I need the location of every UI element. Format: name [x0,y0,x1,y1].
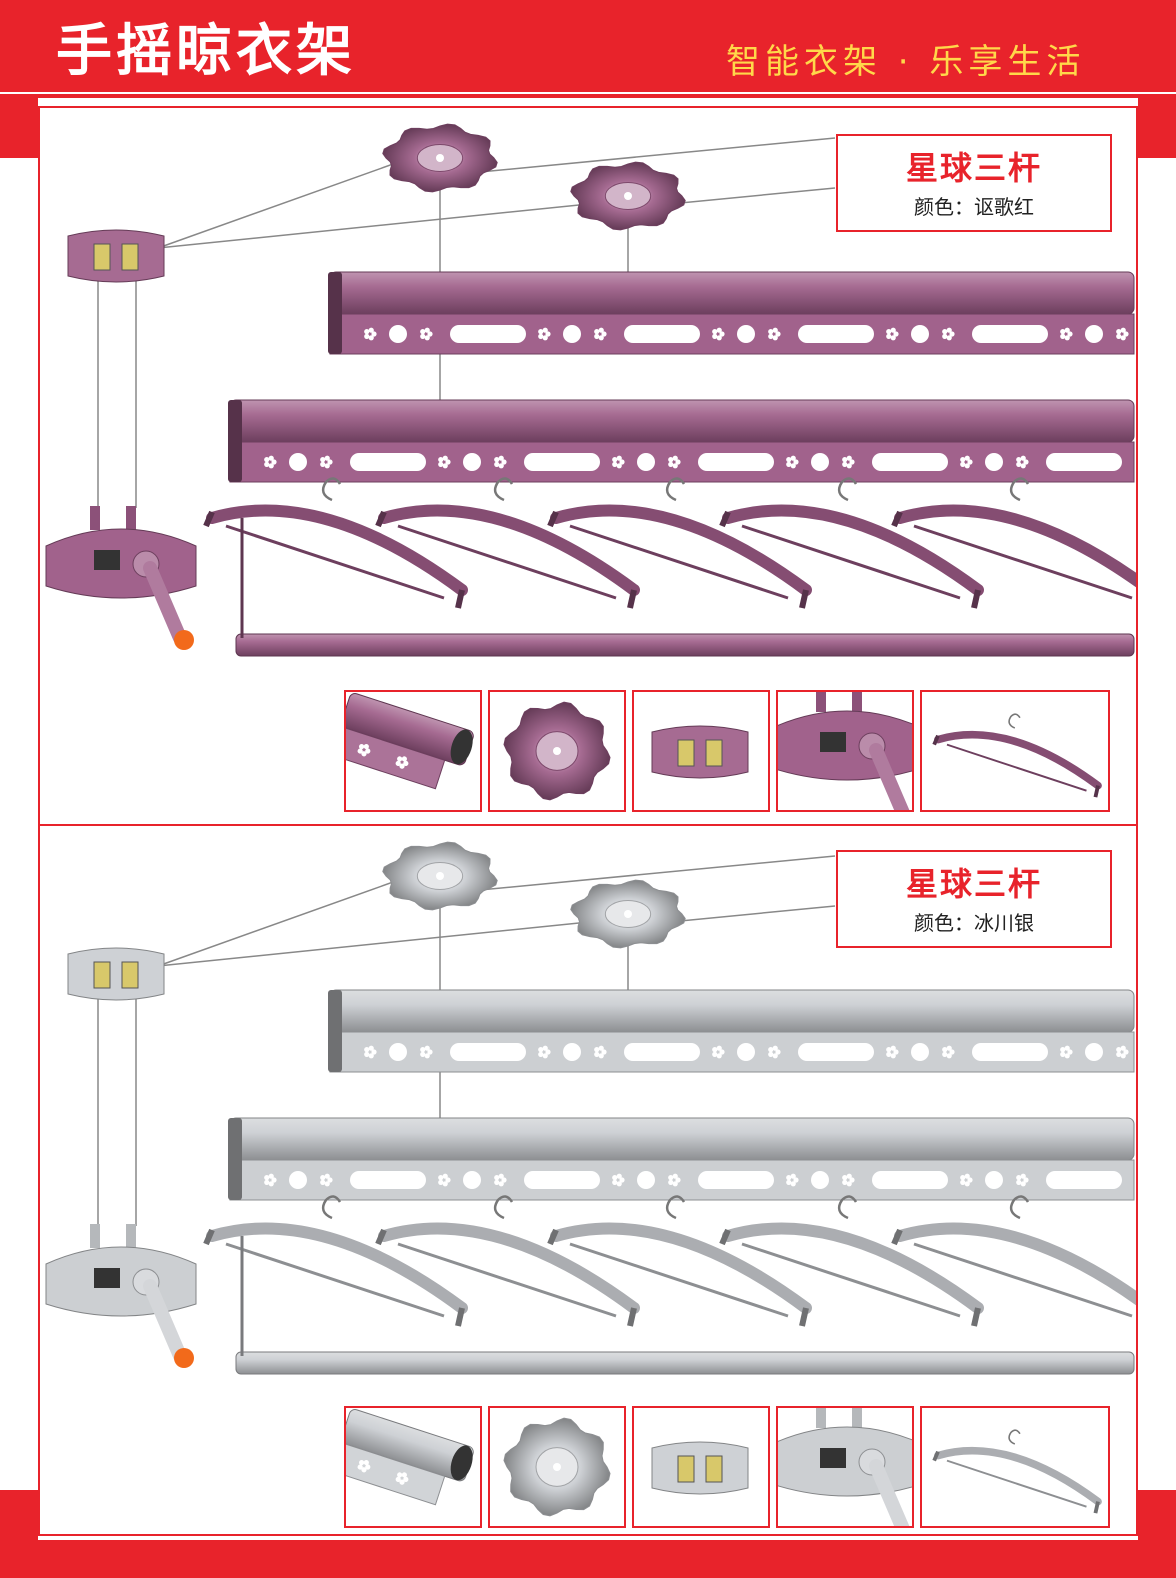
footer-bar [0,1540,1176,1578]
hanger [891,1195,1136,1318]
ceiling-mount [503,1417,611,1517]
ceiling-mount-thumb [488,1406,626,1528]
ceiling-mount [503,701,611,801]
hanger [203,477,468,609]
crank-winder [778,1408,912,1526]
header-bar [0,0,1176,92]
product-label-1: 星球三杆 颜色：讴歌红 [836,134,1112,232]
pulley-block [651,1441,749,1495]
front-rod [228,1117,1135,1201]
hanger [719,477,984,609]
left-red-tab-top [0,98,38,158]
hanger [375,1195,640,1327]
bottom-rod [235,633,1135,657]
rod-end-thumb [344,690,482,812]
hanger [203,1195,468,1327]
hanger [932,1429,1102,1514]
section-divider [38,824,1138,826]
product-name: 星球三杆 [905,149,1042,187]
product-label-2: 星球三杆 颜色：冰川银 [836,850,1112,948]
product-illustration-1 [45,123,1136,657]
hanger-thumb [920,690,1110,812]
pulley-block-thumb [632,690,770,812]
ceiling-mount-left [382,841,498,911]
rod-end-thumb [344,1406,482,1528]
ceiling-mount-right [570,161,686,231]
hanger [719,1195,984,1327]
front-rod [228,399,1135,483]
page-slogan: 智能衣架 · 乐享生活 [726,42,1086,82]
hanger-thumb [920,1406,1110,1528]
pulley-block [67,947,165,1001]
product-name: 星球三杆 [905,865,1042,903]
bottom-rod [235,1351,1135,1375]
pulley-block [67,229,165,283]
pulley-block-thumb [632,1406,770,1528]
hanger [932,713,1102,798]
back-rod [328,271,1135,355]
hanger [375,477,640,609]
page-title: 手摇晾衣架 [56,19,356,84]
product-color: 颜色：讴歌红 [914,195,1034,219]
crank-winder-thumb [776,1406,914,1528]
lifting-cables [97,855,836,1226]
crank-winder [45,1224,197,1368]
product-color: 颜色：冰川银 [914,911,1034,935]
ceiling-mount-left [382,123,498,193]
crank-winder [778,692,912,810]
product-illustration-2 [45,841,1136,1375]
pulley-block [651,725,749,779]
hanger [547,477,812,609]
header-underline [0,94,1176,98]
crank-winder [45,506,197,650]
back-rod [328,989,1135,1073]
rod-end [346,1409,474,1506]
hanger [891,477,1136,600]
ceiling-mount-thumb [488,690,626,812]
hanger [547,1195,812,1327]
ceiling-mount-right [570,879,686,949]
rod-end [346,693,474,790]
crank-winder-thumb [776,690,914,812]
right-red-tab-top [1138,98,1176,158]
